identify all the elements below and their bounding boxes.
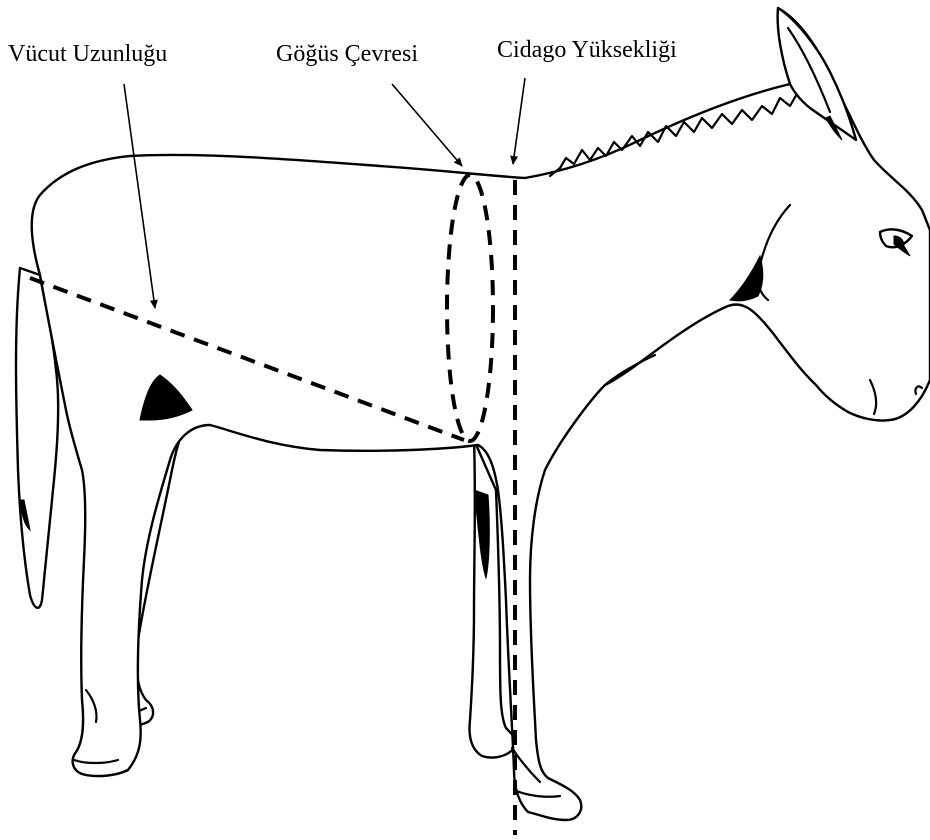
chest-circumference-label: Göğüs Çevresi xyxy=(276,42,418,66)
body-length-label: Vücut Uzunluğu xyxy=(8,42,167,66)
wither-pointer-arrow xyxy=(513,78,525,164)
chest-pointer-arrow xyxy=(392,84,462,166)
wither-height-label: Cidago Yüksekliği xyxy=(497,38,677,62)
